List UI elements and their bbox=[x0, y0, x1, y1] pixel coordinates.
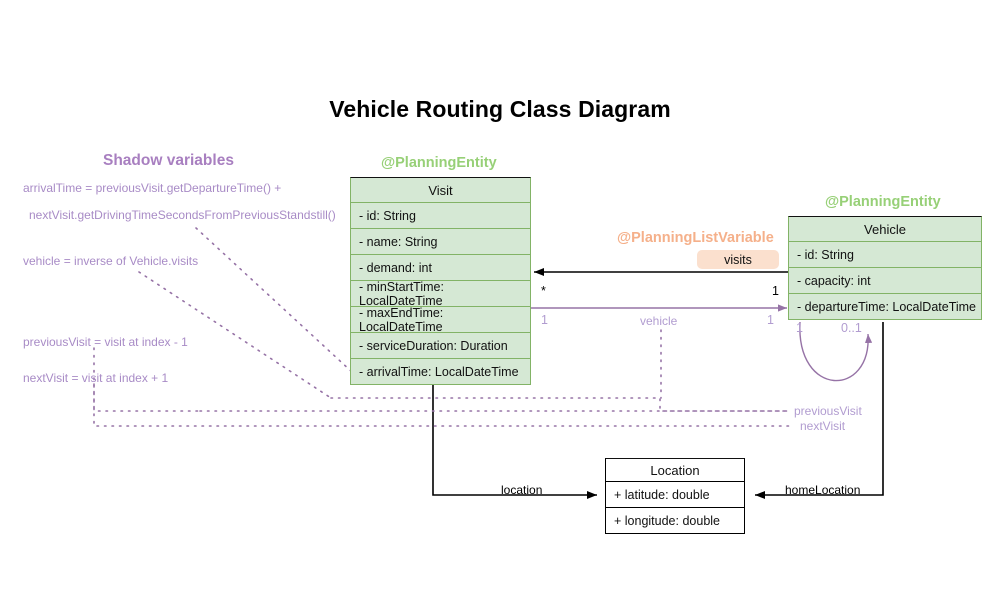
multiplicity-visits-source: * bbox=[541, 284, 546, 298]
annotation-planning-entity-vehicle: @PlanningEntity bbox=[825, 194, 941, 210]
class-box-vehicle[interactable]: Vehicle - id: String - capacity: int - d… bbox=[788, 216, 982, 320]
class-name-visit: Visit bbox=[350, 177, 531, 203]
location-field-latitude: + latitude: double bbox=[605, 482, 745, 508]
shadow-variable-vehicle: vehicle = inverse of Vehicle.visits bbox=[23, 254, 199, 268]
multiplicity-selfloop-right: 0..1 bbox=[841, 321, 862, 335]
badge-visits: visits bbox=[697, 250, 779, 269]
vehicle-field-departuretime: - departureTime: LocalDateTime bbox=[788, 294, 982, 320]
edge-vehicle-selfloop bbox=[799, 321, 873, 382]
visit-field-id: - id: String bbox=[350, 203, 531, 229]
visit-field-name: - name: String bbox=[350, 229, 531, 255]
location-field-longitude: + longitude: double bbox=[605, 508, 745, 534]
multiplicity-selfloop-left: 1 bbox=[796, 321, 803, 335]
edge-label-previous-visit: previousVisit bbox=[794, 404, 862, 418]
edge-label-vehicle: vehicle bbox=[640, 314, 678, 328]
class-name-vehicle: Vehicle bbox=[788, 216, 982, 242]
shadow-connectors bbox=[93, 227, 791, 427]
edge-location bbox=[432, 384, 597, 499]
edge-label-location: location bbox=[501, 483, 543, 497]
visit-field-demand: - demand: int bbox=[350, 255, 531, 281]
vehicle-field-id: - id: String bbox=[788, 242, 982, 268]
visit-field-arrivaltime: - arrivalTime: LocalDateTime bbox=[350, 359, 531, 385]
visit-field-minstarttime: - minStartTime: LocalDateTime bbox=[350, 280, 531, 308]
visit-field-maxendtime: - maxEndTime: LocalDateTime bbox=[350, 306, 531, 334]
shadow-variable-arrivaltime-1: arrivalTime = previousVisit.getDeparture… bbox=[23, 181, 282, 195]
annotation-planning-entity-visit: @PlanningEntity bbox=[381, 155, 497, 171]
class-name-location: Location bbox=[605, 458, 745, 482]
multiplicity-vehicle-source: 1 bbox=[541, 313, 548, 327]
shadow-variable-previousvisit: previousVisit = visit at index - 1 bbox=[23, 335, 188, 349]
annotation-planning-list-variable: @PlanningListVariable bbox=[617, 230, 774, 246]
page-title: Vehicle Routing Class Diagram bbox=[329, 96, 671, 122]
shadow-variable-nextvisit: nextVisit = visit at index + 1 bbox=[23, 371, 169, 385]
multiplicity-vehicle-target: 1 bbox=[767, 313, 774, 327]
edge-label-home-location: homeLocation bbox=[785, 483, 861, 497]
visit-field-serviceduration: - serviceDuration: Duration bbox=[350, 333, 531, 359]
class-box-visit[interactable]: Visit - id: String - name: String - dema… bbox=[350, 177, 531, 385]
vehicle-field-capacity: - capacity: int bbox=[788, 268, 982, 294]
multiplicity-visits-target: 1 bbox=[772, 284, 779, 298]
shadow-variable-arrivaltime-2: nextVisit.getDrivingTimeSecondsFromPrevi… bbox=[29, 208, 336, 222]
edge-label-next-visit: nextVisit bbox=[800, 419, 846, 433]
shadow-variables-heading: Shadow variables bbox=[103, 152, 234, 169]
class-box-location[interactable]: Location + latitude: double + longitude:… bbox=[605, 458, 745, 534]
edge-home-location bbox=[755, 322, 884, 499]
